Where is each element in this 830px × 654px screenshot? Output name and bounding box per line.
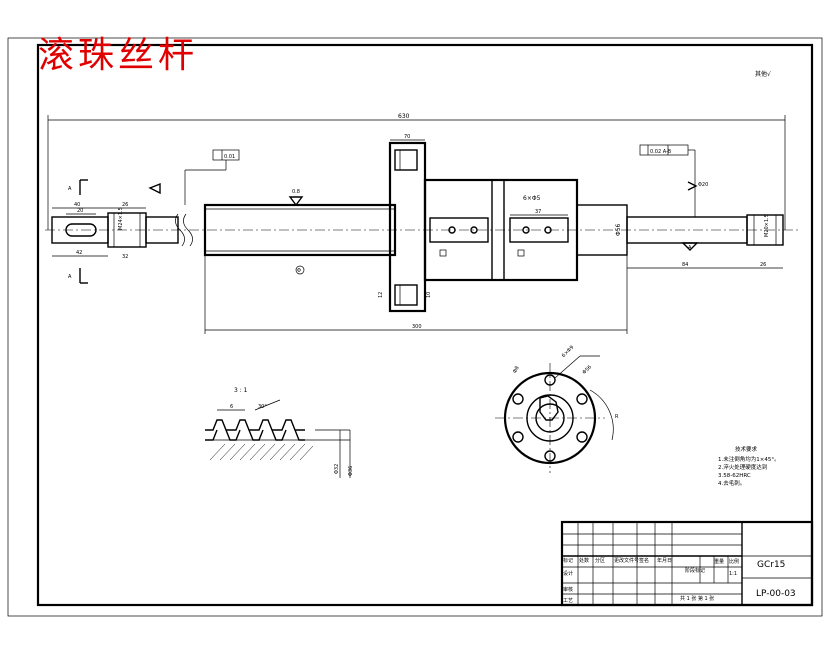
datum-letter: A bbox=[688, 245, 692, 251]
tb-label-sign: 签名 bbox=[639, 557, 649, 564]
screw-symbol: Φ bbox=[297, 268, 301, 274]
tb-scale: 1:1 bbox=[729, 571, 737, 577]
section-marker-left-bottom: A bbox=[68, 268, 88, 284]
nut-diameter-dim: Φ56 bbox=[615, 223, 622, 236]
section-marker-left-top: A bbox=[68, 179, 88, 195]
title-block: 标记 处数 分区 更改文件号 签名 年月日 设计 审核 工艺 阶段标记 重量 比… bbox=[560, 520, 814, 607]
detail-pitch: 6 bbox=[230, 404, 233, 410]
technical-requirements: 技术要求 1.未注倒角均为1×45°。 2.淬火处理硬度达到 3.58-62HR… bbox=[718, 445, 780, 487]
flange-step-dim: 10 bbox=[426, 292, 432, 298]
screw-shaft bbox=[203, 203, 397, 257]
tech-req-item-1: 1.未注倒角均为1×45°。 bbox=[718, 455, 780, 463]
right-end-dim: 26 bbox=[760, 262, 766, 268]
tb-label-zone: 分区 bbox=[595, 557, 605, 564]
tb-weight: 重量 bbox=[714, 558, 724, 565]
section-letter: A bbox=[68, 274, 72, 280]
detail-scale: 3 : 1 bbox=[234, 387, 248, 394]
detail-d1: Φ32 bbox=[334, 464, 340, 474]
right-journal bbox=[576, 204, 784, 256]
tb-process: 工艺 bbox=[563, 598, 573, 604]
tb-drawing-number: LP-00-03 bbox=[756, 589, 796, 599]
tb-ratio: 比例 bbox=[729, 558, 739, 565]
screw-length-dim: 300 bbox=[412, 324, 422, 330]
hole-spacing-dim: 37 bbox=[535, 209, 541, 215]
tech-req-item-2: 2.淬火处理硬度达到 bbox=[718, 463, 767, 471]
tb-label-date: 年月日 bbox=[657, 557, 672, 564]
flange-thickness-dim: 12 bbox=[378, 292, 384, 298]
key-position-dim: 20 bbox=[77, 208, 83, 214]
tb-stage: 阶段标记 bbox=[685, 567, 705, 574]
left-chamfer-dim: 32 bbox=[122, 254, 128, 260]
flange-width-dim: 70 bbox=[404, 134, 410, 140]
datum-triangle-left bbox=[148, 182, 161, 195]
right-tolerance-dim: Φ20 bbox=[698, 182, 708, 188]
left-step-dim: 26 bbox=[122, 202, 128, 208]
tech-req-heading: 技术要求 bbox=[735, 445, 758, 453]
datum-triangle-right bbox=[681, 242, 699, 251]
tb-sheet: 共 1 张 第 1 张 bbox=[680, 595, 714, 602]
section-letter: A bbox=[68, 186, 72, 192]
tb-review: 审核 bbox=[563, 586, 573, 593]
tech-req-item-3: 3.58-62HRC bbox=[718, 473, 751, 479]
tb-label-mark: 标记 bbox=[563, 557, 573, 564]
left-end-journal bbox=[51, 212, 179, 248]
detail-d2: Φ36 bbox=[348, 466, 354, 476]
drawing-title: 滚珠丝杆 bbox=[38, 35, 199, 76]
left-thread-label: M24×1.5 bbox=[118, 207, 124, 230]
tolerance-frame-left: 0.01 bbox=[184, 149, 240, 205]
overall-length-dim: 630 bbox=[398, 113, 410, 120]
end-view-label-3: Φ56 bbox=[581, 364, 593, 376]
outer-border bbox=[7, 37, 823, 617]
tb-design: 设计 bbox=[563, 570, 573, 577]
tb-label-change: 更改文件号 bbox=[614, 557, 639, 564]
right-length-dim: 84 bbox=[682, 262, 688, 268]
tb-label-count: 处数 bbox=[579, 557, 589, 564]
tb-material: GCr15 bbox=[757, 560, 785, 570]
hole-pattern-label: 6×Φ5 bbox=[523, 195, 541, 202]
tech-req-item-4: 4.去毛刺。 bbox=[718, 479, 745, 487]
left-end-dim: 42 bbox=[76, 250, 82, 256]
key-length-dim: 40 bbox=[74, 202, 80, 208]
roughness-shaft: 0.8 bbox=[292, 189, 300, 195]
drawing-frame bbox=[36, 43, 814, 607]
tolerance-value-right: 0.02 A-B bbox=[650, 149, 672, 155]
thread-detail-view: 3 : 1 6 30° Φ32 Φ36 bbox=[205, 387, 354, 478]
end-view-label-4: R bbox=[615, 414, 619, 420]
nut-end-view bbox=[495, 355, 614, 473]
roughness-note: 其他√ bbox=[755, 70, 771, 78]
right-thread-label: M20×1.5 bbox=[764, 214, 770, 237]
tolerance-value-left: 0.01 bbox=[224, 154, 235, 160]
tolerance-frame-right: 0.02 A-B bbox=[639, 144, 696, 217]
end-view-label-1: Φ8 bbox=[512, 365, 521, 374]
end-view-label-2: 6×Φ9 bbox=[561, 345, 575, 359]
